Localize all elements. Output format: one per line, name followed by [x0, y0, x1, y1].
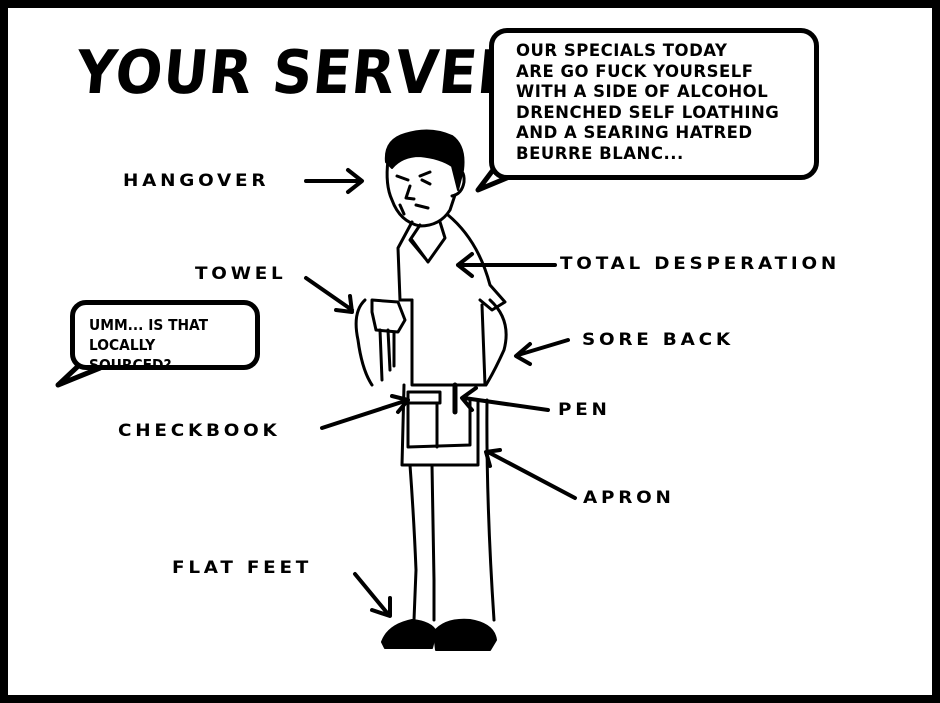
total-desperation-arrow: [456, 252, 557, 278]
server-legs: [408, 398, 496, 622]
label-pen: PEN: [558, 400, 611, 420]
customer-speech-bubble: UMM... IS THAT LOCALLY SOURCED?: [70, 300, 260, 374]
towel-arrow: [304, 276, 354, 314]
towel: [354, 298, 407, 387]
right-shoe: [433, 618, 497, 651]
label-arrows: [304, 168, 577, 618]
checkbook-arrow: [320, 394, 410, 430]
server-speech-bubble: OUR SPECIALS TODAY ARE GO FUCK YOURSELF …: [489, 28, 819, 180]
hangover-arrow: [304, 168, 364, 194]
server-head: [385, 158, 466, 228]
label-checkbook: CHECKBOOK: [118, 421, 281, 441]
left-shoe: [381, 619, 437, 649]
label-sore-back: SORE BACK: [582, 330, 734, 350]
server-hair: [384, 129, 465, 191]
sore-back-arrow: [514, 338, 570, 366]
label-apron: APRON: [583, 488, 675, 508]
flat-feet-arrow: [353, 572, 392, 618]
label-total-desperation: TOTAL DESPERATION: [560, 254, 841, 274]
pen-arrow: [460, 386, 550, 412]
customer-speech-text: UMM... IS THAT LOCALLY SOURCED?: [89, 316, 209, 374]
comic-title: YOUR SERVER: [73, 38, 525, 108]
apron: [400, 383, 480, 467]
apron-arrow: [484, 448, 577, 500]
label-towel: TOWEL: [195, 264, 287, 284]
server-shirt: [396, 213, 508, 387]
label-hangover: HANGOVER: [123, 171, 270, 191]
label-flat-feet: FLAT FEET: [172, 558, 313, 578]
server-speech-text: OUR SPECIALS TODAY ARE GO FUCK YOURSELF …: [516, 41, 780, 163]
